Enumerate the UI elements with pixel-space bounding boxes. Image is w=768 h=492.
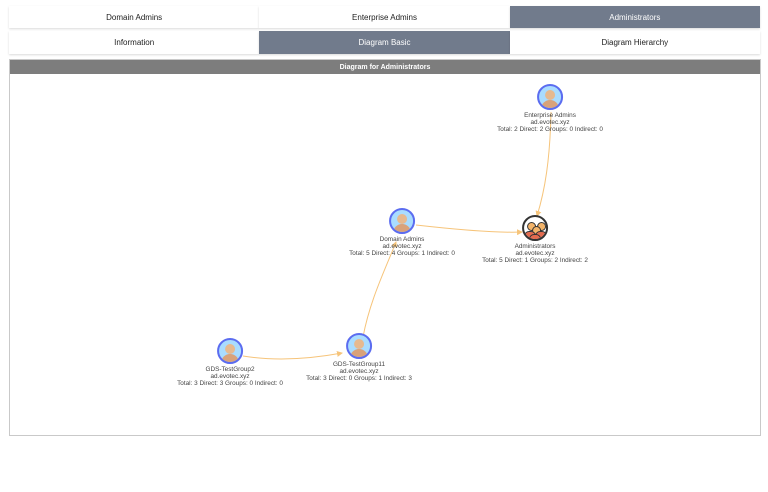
node-enterprise-admins[interactable]: Enterprise Admins ad.evotec.xyz Total: 2… <box>497 84 603 134</box>
user-icon <box>345 333 372 359</box>
node-administrators[interactable]: Administrators ad.evotec.xyz Total: 5 Di… <box>482 215 588 265</box>
diagram-canvas[interactable] <box>10 60 760 435</box>
sub-tab-bar: Information Diagram Basic Diagram Hierar… <box>9 31 760 54</box>
node-gds-testgroup2[interactable]: GDS-TestGroup2 ad.evotec.xyz Total: 3 Di… <box>177 338 283 388</box>
tab-information[interactable]: Information <box>9 31 260 54</box>
user-icon <box>536 84 563 110</box>
diagram-panel: Diagram for Administrators Enterprise Ad… <box>9 59 761 436</box>
edge-gds11-to-domainadmins <box>362 241 397 338</box>
edge-gds2-to-gds11 <box>242 350 343 360</box>
node-domain-admins[interactable]: Domain Admins ad.evotec.xyz Total: 5 Dir… <box>349 208 455 258</box>
node-label: Domain Admins ad.evotec.xyz Total: 5 Dir… <box>349 236 455 258</box>
tab-administrators[interactable]: Administrators <box>509 6 760 28</box>
panel-title: Diagram for Administrators <box>10 60 760 74</box>
tab-domain-admins[interactable]: Domain Admins <box>9 6 260 28</box>
group-icon <box>521 215 548 241</box>
node-label: GDS-TestGroup2 ad.evotec.xyz Total: 3 Di… <box>177 366 283 388</box>
node-label: Enterprise Admins ad.evotec.xyz Total: 2… <box>497 112 603 134</box>
edge-domainadmins-to-administrators <box>415 224 523 236</box>
top-tab-bar: Domain Admins Enterprise Admins Administ… <box>9 6 760 28</box>
node-gds-testgroup11[interactable]: GDS-TestGroup11 ad.evotec.xyz Total: 3 D… <box>306 333 412 383</box>
tab-diagram-hierarchy[interactable]: Diagram Hierarchy <box>509 31 760 54</box>
node-label: GDS-TestGroup11 ad.evotec.xyz Total: 3 D… <box>306 361 412 383</box>
user-icon <box>216 338 243 364</box>
tab-enterprise-admins[interactable]: Enterprise Admins <box>259 6 510 28</box>
edge-enterprise-to-administrators <box>535 111 552 217</box>
node-label: Administrators ad.evotec.xyz Total: 5 Di… <box>482 243 588 265</box>
user-icon <box>388 208 415 234</box>
tab-diagram-basic[interactable]: Diagram Basic <box>259 31 510 54</box>
